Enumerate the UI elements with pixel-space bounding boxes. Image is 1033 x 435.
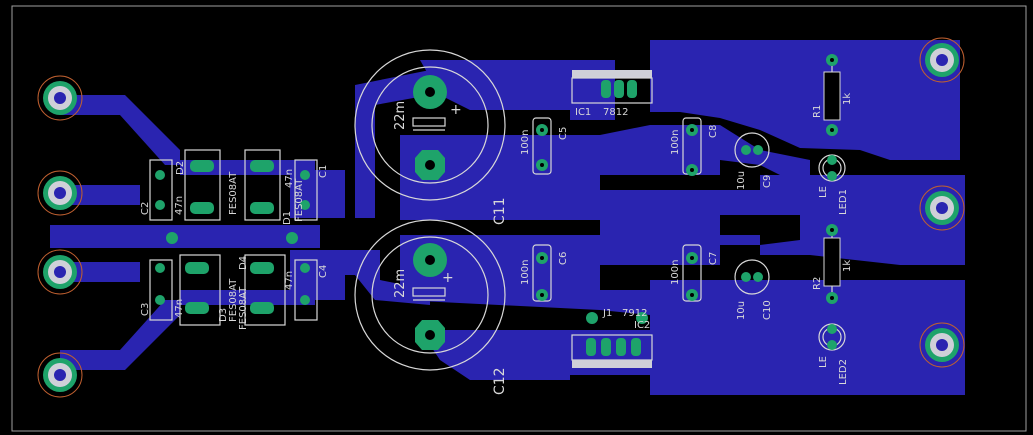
diode-bridge-lower — [149, 232, 318, 326]
jumper-j1 — [586, 312, 648, 324]
label-c4: C4 — [318, 265, 329, 278]
svg-text:+: + — [442, 270, 454, 286]
label-ic1: IC1 — [575, 107, 591, 118]
label-r1: R1 — [812, 105, 823, 118]
label-c7: C7 — [708, 252, 719, 265]
label-d2: D2 — [175, 161, 186, 175]
value-c7: 100n — [670, 260, 681, 285]
regulator-ic2 — [571, 334, 653, 368]
value-ic2: 7912 — [622, 308, 647, 319]
label-d4: D4 — [238, 256, 249, 270]
silkscreen-labels: C11 C12 22m 22m 100n C5 100n C6 100n C7 … — [140, 93, 853, 395]
led-2 — [818, 323, 846, 351]
prefix-led1: LE — [818, 186, 829, 198]
label-c1: C1 — [318, 165, 329, 178]
label-ic2: IC2 — [634, 320, 650, 331]
value-c10: 10u — [736, 301, 747, 320]
value-c6: 100n — [520, 260, 531, 285]
label-c12: C12 — [492, 367, 508, 395]
value-c11: 22m — [393, 101, 408, 130]
capacitor-c5 — [532, 117, 552, 175]
label-d1: D1 — [282, 211, 293, 225]
diode-bridge-upper — [149, 149, 318, 221]
value-c3: 47n — [174, 299, 185, 318]
label-led2: LED2 — [838, 359, 849, 385]
value-c1: 47n — [284, 169, 295, 188]
copper-layer — [50, 40, 965, 395]
capacitor-c12: + — [354, 219, 506, 371]
resistor-r2 — [823, 224, 841, 304]
input-terminal-1 — [37, 75, 83, 121]
capacitor-c10 — [734, 259, 770, 295]
led-1 — [818, 154, 846, 182]
input-terminal-2 — [37, 170, 83, 216]
value-r2: 1k — [842, 260, 853, 272]
value-d4: FES08AT — [238, 286, 249, 330]
capacitor-c6 — [532, 244, 552, 302]
value-c5: 100n — [520, 130, 531, 155]
output-terminal-ground — [919, 185, 965, 231]
regulator-ic1 — [571, 70, 653, 104]
value-d2: FES08AT — [228, 171, 239, 215]
label-c10: C10 — [762, 300, 773, 320]
label-c3: C3 — [140, 303, 151, 316]
capacitor-c9 — [734, 132, 770, 168]
value-r1: 1k — [842, 93, 853, 105]
resistor-r1 — [823, 54, 841, 136]
value-c9: 10u — [736, 171, 747, 190]
label-c5: C5 — [558, 127, 569, 140]
capacitor-c8 — [682, 117, 702, 176]
prefix-led2: LE — [818, 356, 829, 368]
label-c8: C8 — [708, 125, 719, 138]
label-r2: R2 — [812, 277, 823, 290]
capacitor-c7 — [682, 244, 702, 302]
label-c6: C6 — [558, 252, 569, 265]
svg-text:+: + — [450, 102, 462, 118]
capacitor-c11: + — [354, 49, 506, 201]
value-ic1: 7812 — [603, 107, 628, 118]
input-terminal-3 — [37, 249, 83, 295]
value-c8: 100n — [670, 130, 681, 155]
input-terminal-4 — [37, 352, 83, 398]
label-c9: C9 — [762, 175, 773, 188]
label-j1: J1 — [602, 308, 612, 319]
value-d1: FES08AT — [294, 178, 305, 222]
label-c2: C2 — [140, 202, 151, 215]
value-c12: 22m — [393, 269, 408, 298]
label-c11: C11 — [492, 197, 508, 225]
output-terminal-negative — [919, 322, 965, 368]
value-d3: FES08AT — [228, 278, 239, 322]
label-led1: LED1 — [838, 189, 849, 215]
value-c4: 47n — [284, 271, 295, 290]
board-outline — [11, 5, 1027, 432]
label-d3: D3 — [218, 308, 229, 322]
output-terminal-positive — [919, 37, 965, 83]
value-c2: 47n — [174, 196, 185, 215]
